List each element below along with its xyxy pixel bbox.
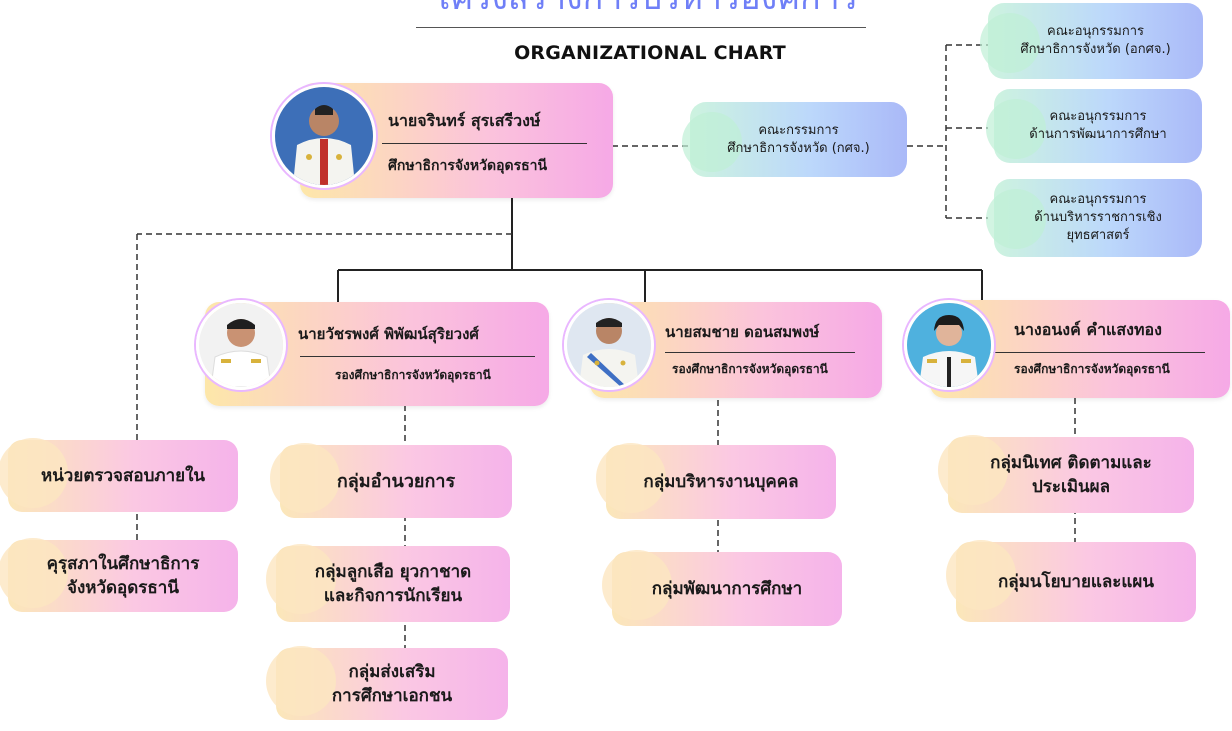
group-education-development: กลุ่มพัฒนาการศึกษา xyxy=(602,550,842,626)
group-personnel-label: กลุ่มบริหารงานบุคคล xyxy=(643,472,799,492)
deputy-3-photo xyxy=(904,300,994,390)
director-divider xyxy=(382,143,587,144)
subcommittee-education-label: คณะอนุกรรมการ ศึกษาธิการจังหวัด (อกศจ.) xyxy=(1020,24,1171,57)
chart-title: ORGANIZATIONAL CHART xyxy=(514,42,786,64)
committee-main: คณะกรรมการ ศึกษาธิการจังหวัด (กศจ.) xyxy=(682,102,907,177)
director-role: ศึกษาธิการจังหวัดอุดรธานี xyxy=(388,158,548,174)
unit-internal-audit-label: หน่วยตรวจสอบภายใน xyxy=(40,466,206,486)
group-scouts-label: กลุ่มลูกเสือ ยุวกาชาด และกิจการนักเรียน xyxy=(314,562,472,606)
deputy-3-role: รองศึกษาธิการจังหวัดอุดรธานี xyxy=(1014,362,1170,376)
committee-main-label: คณะกรรมการ ศึกษาธิการจังหวัด (กศจ.) xyxy=(727,122,870,156)
portrait-photo-icon xyxy=(275,87,373,185)
portrait-photo-icon xyxy=(199,303,283,387)
portrait-photo-icon xyxy=(907,303,991,387)
group-private-education-label: กลุ่มส่งเสริม การศึกษาเอกชน xyxy=(331,662,453,706)
unit-teachers-council-label: คุรุสภาในศึกษาธิการ จังหวัดอุดรธานี xyxy=(46,554,200,598)
subcommittee-strategy-label: คณะอนุกรรมการ ด้านบริหารราชการเชิง ยุทธศ… xyxy=(1034,192,1162,243)
title-divider xyxy=(416,27,866,28)
subcommittee-development: คณะอนุกรรมการ ด้านการพัฒนาการศึกษา xyxy=(986,89,1202,163)
group-policy-planning: กลุ่มนโยบายและแผน xyxy=(946,540,1196,622)
unit-teachers-council: คุรุสภาในศึกษาธิการ จังหวัดอุดรธานี xyxy=(0,538,238,612)
deputy-2-name: นายสมชาย ดอนสมพงษ์ xyxy=(665,323,820,341)
deputy-1-role: รองศึกษาธิการจังหวัดอุดรธานี xyxy=(335,368,491,382)
deputy-2-role: รองศึกษาธิการจังหวัดอุดรธานี xyxy=(672,362,828,376)
group-education-development-label: กลุ่มพัฒนาการศึกษา xyxy=(651,579,803,599)
deputy-2-photo xyxy=(564,300,654,390)
unit-internal-audit: หน่วยตรวจสอบภายใน xyxy=(0,438,238,512)
group-scouts: กลุ่มลูกเสือ ยุวกาชาด และกิจการนักเรียน xyxy=(266,544,510,622)
group-policy-planning-label: กลุ่มนโยบายและแผน xyxy=(998,572,1154,592)
deputy-1-divider xyxy=(300,356,535,357)
director-name: นายจรินทร์ สุรเสรีวงษ์ xyxy=(388,111,541,130)
group-administration: กลุ่มอำนวยการ xyxy=(270,443,512,518)
group-supervision-label: กลุ่มนิเทศ ติดตามและ ประเมินผล xyxy=(990,453,1152,497)
deputy-2-divider xyxy=(665,352,855,353)
subcommittee-strategy: คณะอนุกรรมการ ด้านบริหารราชการเชิง ยุทธศ… xyxy=(986,179,1202,257)
group-supervision: กลุ่มนิเทศ ติดตามและ ประเมินผล xyxy=(938,435,1194,513)
subcommittee-development-label: คณะอนุกรรมการ ด้านการพัฒนาการศึกษา xyxy=(1029,109,1167,142)
deputy-1-name: นายวัชรพงศ์ พิพัฒน์สุริยวงศ์ xyxy=(298,325,479,343)
group-private-education: กลุ่มส่งเสริม การศึกษาเอกชน xyxy=(266,646,508,720)
organization-structure-title: โครงสร้างการบริหารองค์การ xyxy=(420,0,870,18)
deputy-3-name: นางอนงค์ คำแสงทอง xyxy=(1014,320,1162,339)
group-administration-label: กลุ่มอำนวยการ xyxy=(336,470,456,492)
deputy-1-photo xyxy=(196,300,286,390)
deputy-3-divider xyxy=(990,352,1205,353)
subcommittee-education: คณะอนุกรรมการ ศึกษาธิการจังหวัด (อกศจ.) xyxy=(980,3,1203,79)
portrait-photo-icon xyxy=(567,303,651,387)
director-photo xyxy=(272,84,376,188)
group-personnel: กลุ่มบริหารงานบุคคล xyxy=(596,443,836,519)
